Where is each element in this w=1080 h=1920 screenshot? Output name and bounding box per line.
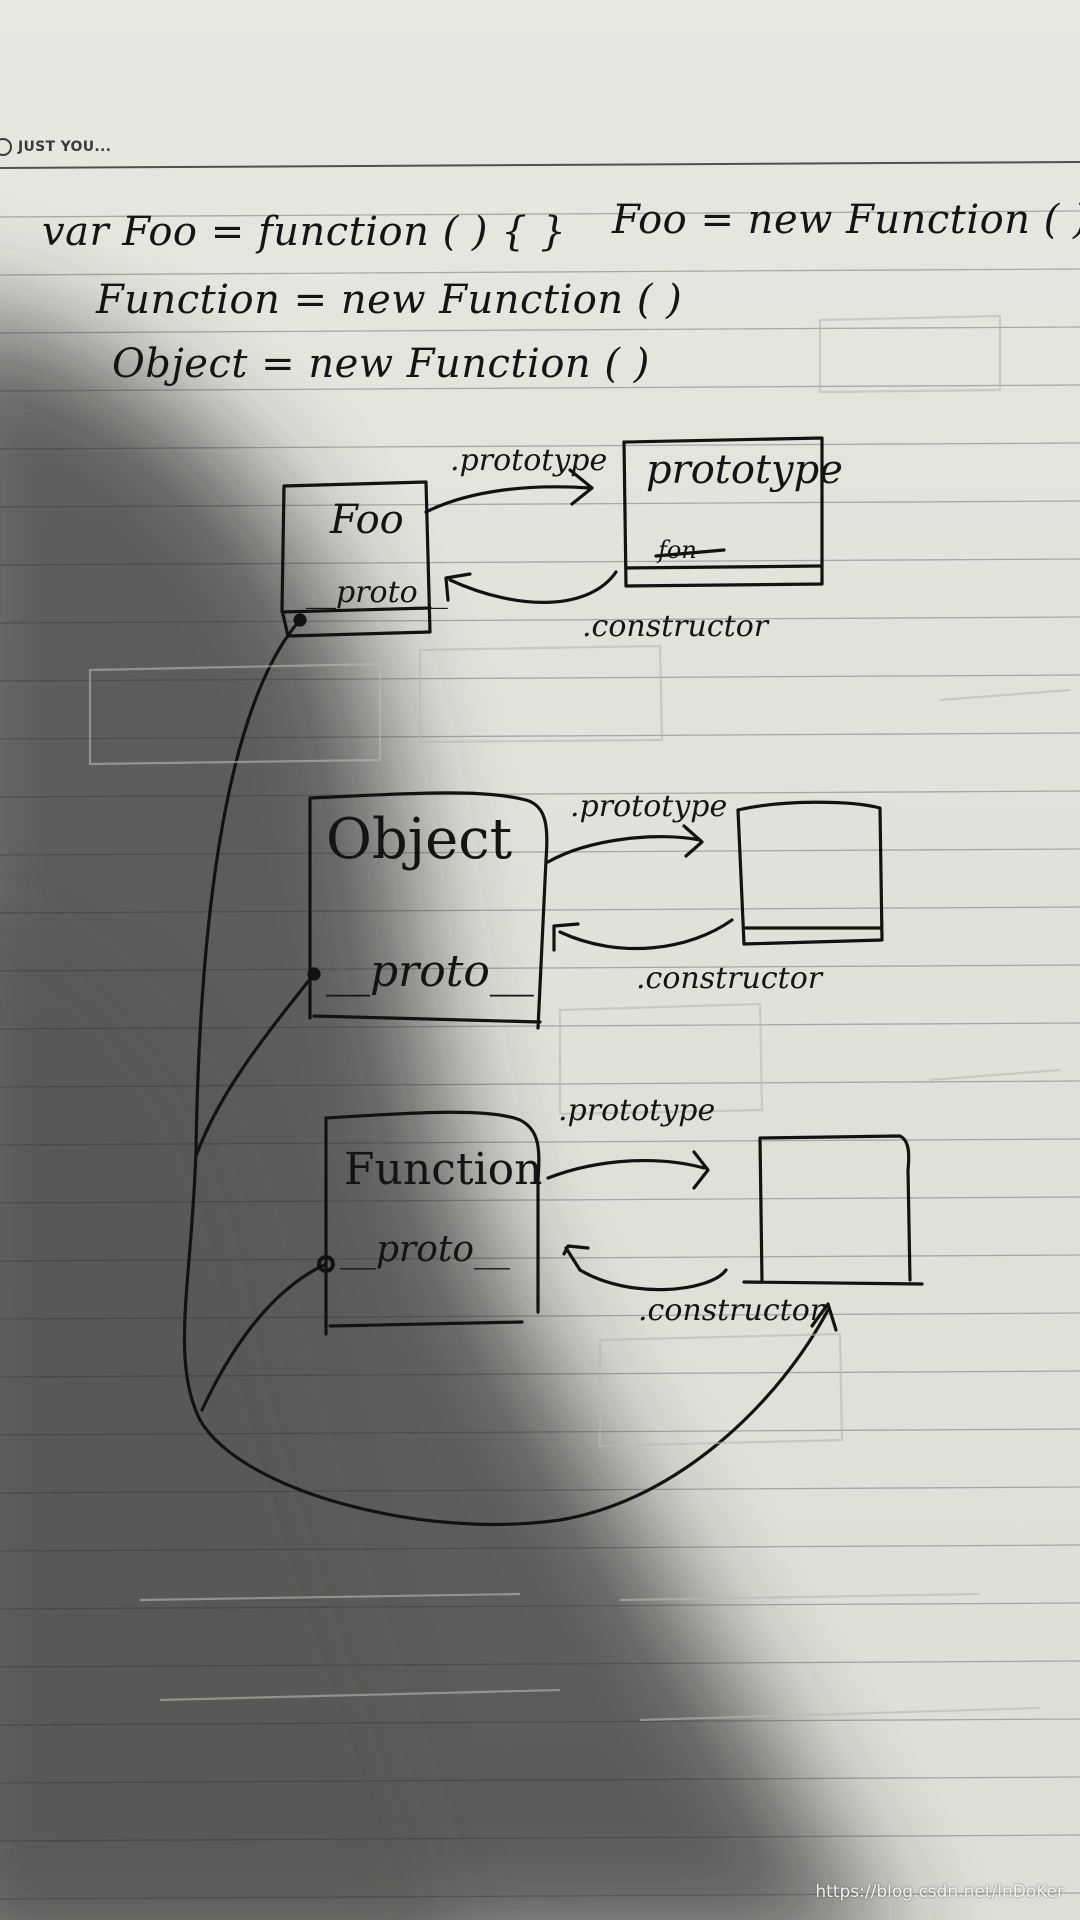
hand-shadow [0, 317, 877, 1920]
function-prototype-arrow [546, 1158, 706, 1180]
object-box-proto-label: __proto__ [326, 946, 534, 997]
ruled-line [0, 210, 1080, 218]
diagram-ink [182, 436, 924, 1527]
object-prototype-arrow [546, 835, 702, 864]
object-prototype-box [736, 800, 884, 946]
function-constructor-arrow [578, 1268, 728, 1292]
ruled-line [0, 384, 1080, 392]
foo-prototype-box [622, 436, 824, 588]
foo-constructor-arrow [448, 570, 618, 604]
object-constructor-arrow [558, 918, 734, 951]
foo-prototype-box-crossed: fon [658, 536, 697, 564]
watermark: https://blog.csdn.net/lnDoKer [815, 1882, 1064, 1902]
code-line-1: var Foo = function ( ) { } [42, 209, 567, 255]
brand-logo-icon [0, 138, 12, 156]
brand-text: JUST YOU... [18, 139, 112, 155]
foo-constructor-label: .constructor [582, 609, 769, 644]
foo-box [280, 480, 432, 638]
function-box [324, 1110, 541, 1336]
code-line-1-note: Foo = new Function ( ) [612, 197, 1080, 243]
function-box-title: Function [344, 1144, 543, 1195]
header-rule [0, 161, 1080, 169]
foo-prototype-label: .prototype [450, 443, 608, 478]
foo-proto-link [182, 618, 830, 1527]
code-line-3: Object = new Function ( ) [112, 341, 650, 387]
function-box-proto-label: __proto__ [340, 1229, 511, 1270]
code-line-2: Function = new Function ( ) [96, 277, 683, 323]
function-prototype-label: .prototype [558, 1093, 716, 1128]
foo-prototype-box-title: prototype [646, 447, 843, 493]
object-constructor-label: .constructor [636, 961, 823, 996]
show-through-marks [88, 314, 1071, 1722]
object-proto-link [194, 972, 316, 1158]
ruled-line [0, 268, 1080, 276]
object-prototype-label: .prototype [570, 789, 728, 824]
function-prototype-box [742, 1134, 924, 1286]
function-proto-link [200, 1262, 328, 1412]
ruled-line [0, 326, 1080, 334]
notebook-brand: JUST YOU... [0, 138, 111, 156]
foo-box-proto-label: __proto__ [306, 575, 448, 610]
function-proto-dot [317, 1255, 335, 1273]
object-box-title: Object [326, 807, 513, 872]
foo-box-title: Foo [330, 497, 404, 543]
foo-prototype-arrow [424, 485, 592, 514]
function-constructor-label: .constructor [638, 1293, 825, 1328]
